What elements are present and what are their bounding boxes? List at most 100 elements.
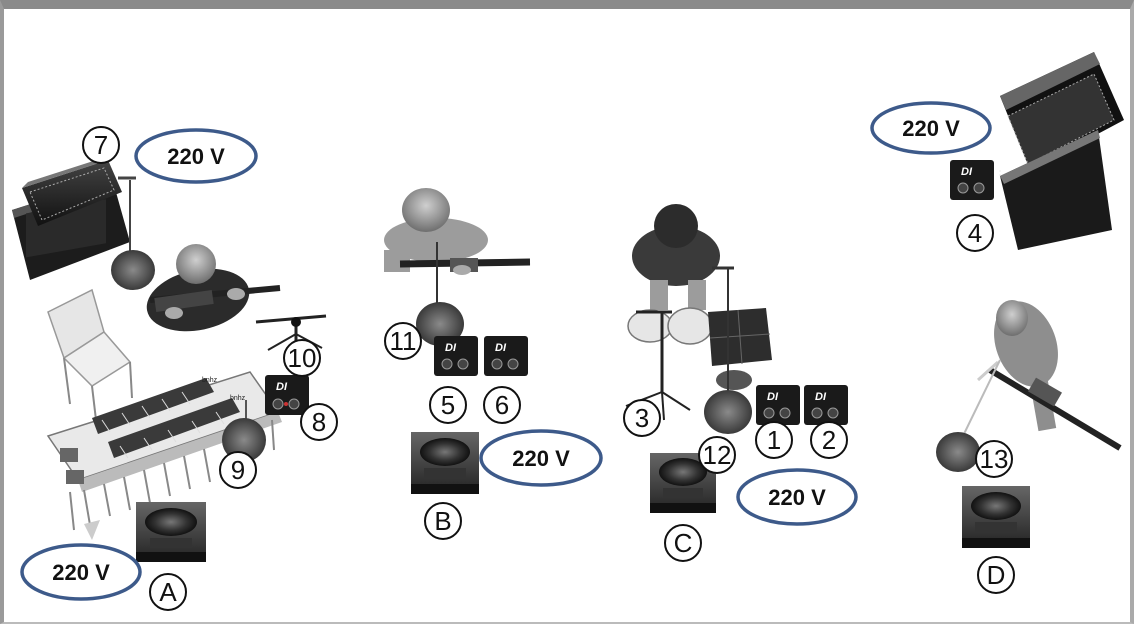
- voltage-badge-label: 220 V: [52, 560, 110, 585]
- monitor-wedge-c: [650, 453, 716, 513]
- channel-number-circle: [300, 403, 338, 441]
- cajon-pad: [708, 308, 772, 390]
- mic-stand-9: [222, 400, 266, 462]
- channel-number-circle: [698, 436, 736, 474]
- voltage-badge-v-center-right: 220 V: [736, 468, 858, 526]
- voltage-badge-outline: [479, 429, 603, 487]
- monitor-letter-circle: [664, 524, 702, 562]
- channel-number-label: 13: [980, 444, 1009, 474]
- monitor-letter-label: B: [434, 506, 451, 536]
- channel-number-8: 8: [300, 403, 338, 441]
- voltage-badge-outline: [736, 468, 858, 526]
- guitarist-seated: [146, 244, 281, 332]
- channel-number-13: 13: [975, 440, 1013, 478]
- channel-number-circle: [429, 386, 467, 424]
- channel-number-circle: [82, 126, 120, 164]
- channel-number-label: 4: [968, 218, 982, 248]
- monitor-wedge-d: [962, 486, 1030, 548]
- channel-number-label: 1: [767, 425, 781, 455]
- percussionist-c: [632, 204, 720, 310]
- voltage-badge-v-bottom-left: 220 V: [20, 543, 142, 601]
- monitor-letter-d: D: [977, 556, 1015, 594]
- channel-number-circle: [623, 399, 661, 437]
- channel-number-5: 5: [429, 386, 467, 424]
- di-box-8: DI: [265, 375, 309, 415]
- di-label: DI: [961, 166, 973, 178]
- voltage-badge-outline: [20, 543, 142, 601]
- chair: [47, 288, 133, 421]
- channel-number-circle: [384, 322, 422, 360]
- monitor-letter-circle: [424, 502, 462, 540]
- voltage-badge-label: 220 V: [768, 485, 826, 510]
- monitor-wedge-b: [411, 432, 479, 494]
- channel-number-11: 11: [384, 322, 422, 360]
- pedal-steel-guitar: bnhz bnhz: [46, 371, 282, 540]
- monitor-letter-b: B: [424, 502, 462, 540]
- voltage-badge-v-center-left: 220 V: [479, 429, 603, 487]
- monitor-letter-a: A: [149, 573, 187, 611]
- voltage-badge-label: 220 V: [167, 144, 225, 169]
- bongos: [627, 307, 713, 345]
- voltage-badge-v-top-left: 220 V: [134, 128, 258, 184]
- channel-number-label: 2: [822, 425, 836, 455]
- bass-cabinet-stack: [999, 52, 1124, 250]
- voltage-badge-label: 220 V: [902, 116, 960, 141]
- channel-number-circle: [975, 440, 1013, 478]
- di-box-1: DI: [756, 385, 800, 425]
- channel-number-4: 4: [956, 214, 994, 252]
- monitor-letter-label: D: [987, 560, 1006, 590]
- mic-stand-13: [936, 359, 1001, 472]
- guitar-amp-left: [12, 155, 130, 280]
- channel-number-circle: [956, 214, 994, 252]
- channel-number-12: 12: [698, 436, 736, 474]
- voltage-badge-outline: [870, 101, 992, 155]
- mic-stand-7: [111, 176, 155, 290]
- monitor-letter-c: C: [664, 524, 702, 562]
- mic-stand-11: [416, 242, 464, 346]
- di-label: DI: [276, 381, 288, 393]
- channel-number-label: 12: [703, 440, 732, 470]
- channel-number-label: 7: [94, 130, 108, 160]
- svg-text:bnhz: bnhz: [230, 395, 246, 402]
- monitor-letter-label: A: [159, 577, 177, 607]
- channel-number-circle: [755, 421, 793, 459]
- channel-number-label: 5: [441, 390, 455, 420]
- channel-number-label: 6: [495, 390, 509, 420]
- voltage-badge-v-top-right: 220 V: [870, 101, 992, 155]
- monitor-wedge-a: [136, 502, 206, 562]
- di-box-4: DI: [950, 160, 994, 200]
- channel-number-9: 9: [219, 451, 257, 489]
- monitor-letter-circle: [149, 573, 187, 611]
- channel-number-label: 11: [390, 326, 417, 356]
- channel-number-label: 9: [231, 455, 245, 485]
- channel-number-label: 8: [312, 407, 326, 437]
- svg-text:bnhz: bnhz: [202, 377, 218, 384]
- voltage-badge-label: 220 V: [512, 446, 570, 471]
- di-label: DI: [445, 342, 457, 354]
- bassist-d: [976, 300, 1122, 451]
- di-box-5: DI: [434, 336, 478, 376]
- di-label: DI: [767, 391, 779, 403]
- di-box-6: DI: [484, 336, 528, 376]
- mic-stand-12: [704, 266, 752, 434]
- channel-number-circle: [219, 451, 257, 489]
- voltage-badge-outline: [134, 128, 258, 184]
- channel-number-circle: [283, 339, 321, 377]
- di-label: DI: [495, 342, 507, 354]
- di-box-2: DI: [804, 385, 848, 425]
- di-label: DI: [815, 391, 827, 403]
- channel-number-label: 3: [635, 403, 649, 433]
- channel-number-3: 3: [623, 399, 661, 437]
- channel-number-label: 10: [288, 343, 317, 373]
- channel-number-7: 7: [82, 126, 120, 164]
- channel-number-6: 6: [483, 386, 521, 424]
- monitor-letter-circle: [977, 556, 1015, 594]
- channel-number-1: 1: [755, 421, 793, 459]
- channel-number-10: 10: [283, 339, 321, 377]
- guitarist-standing-b: [384, 188, 531, 275]
- mic-stand-3: [625, 312, 691, 421]
- channel-number-circle: [810, 421, 848, 459]
